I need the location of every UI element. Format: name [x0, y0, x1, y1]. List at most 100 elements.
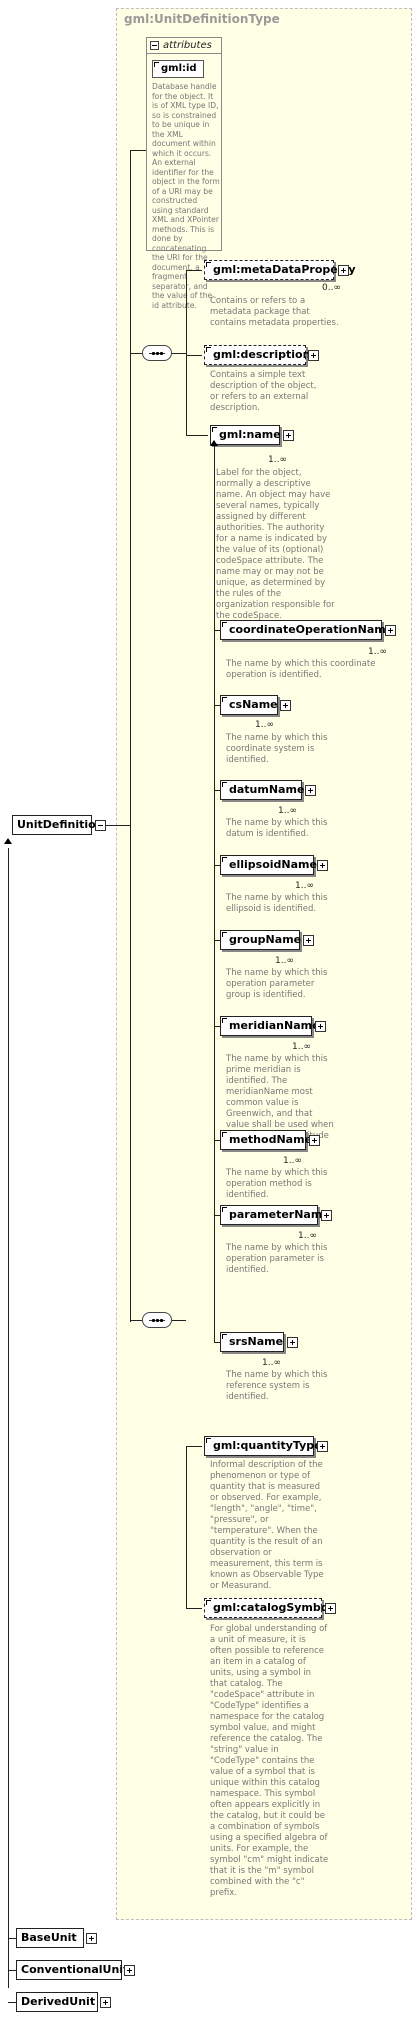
connector: [116, 825, 130, 826]
desc-ellipsoidname: The name by which this ellipsoid is iden…: [226, 893, 328, 914]
arrow-up-icon: [4, 838, 12, 844]
card-groupname: 1..∞: [275, 956, 294, 966]
connector: [130, 1320, 131, 1322]
expand-srsname-icon[interactable]: [287, 1337, 298, 1348]
connector: [214, 1026, 220, 1027]
attributes-header: attributes: [163, 40, 212, 51]
card-csname: 1..∞: [255, 720, 274, 730]
expand-meridianname-icon[interactable]: [315, 1021, 326, 1032]
elem-metadataproperty[interactable]: gml:metaDataProperty: [204, 260, 356, 280]
elem-methodname[interactable]: methodName: [220, 1130, 312, 1150]
expand-quantitytype-icon[interactable]: [317, 1441, 328, 1452]
desc-methodname: The name by which this operation method …: [226, 1168, 328, 1200]
desc-csname: The name by which this coordinate system…: [226, 733, 328, 765]
attributes-divider: [146, 53, 222, 54]
desc-catalogsymbol: For global understanding of a unit of me…: [210, 1624, 329, 1898]
desc-coordinateoperationname: The name by which this coordinate operat…: [226, 659, 376, 680]
derived-conventionalunit[interactable]: ConventionalUnit: [16, 1960, 128, 1980]
trunk-line: [130, 150, 131, 1320]
connector: [214, 940, 220, 941]
elem-parametername[interactable]: parameterName: [220, 1205, 330, 1225]
expand-ellipsoidname-icon[interactable]: [317, 860, 328, 871]
connector: [130, 1320, 142, 1321]
elem-srsname[interactable]: srsName: [220, 1332, 284, 1352]
connector: [172, 353, 186, 354]
connector: [186, 355, 202, 356]
attr-connector: [130, 150, 146, 151]
desc-description: Contains a simple text description of th…: [210, 370, 317, 413]
root-unitdefinition[interactable]: UnitDefinition: [12, 815, 104, 835]
expand-name-icon[interactable]: [283, 430, 294, 441]
expand-datumname-icon[interactable]: [305, 785, 316, 796]
elem-quantitytype[interactable]: gml:quantityType: [204, 1436, 322, 1456]
expand-methodname-icon[interactable]: [309, 1135, 320, 1146]
connector: [186, 1608, 202, 1609]
seq-branch: [186, 270, 187, 435]
elem-description[interactable]: gml:description: [204, 345, 310, 365]
card-name: 1..∞: [268, 455, 287, 465]
connector: [214, 1140, 220, 1141]
connector: [214, 1215, 220, 1216]
expand-catalogsymbol-icon[interactable]: [325, 1603, 336, 1614]
card-methodname: 1..∞: [283, 1156, 302, 1166]
elem-coordinateoperationname[interactable]: coordinateOperationName: [220, 620, 393, 640]
connector: [8, 2002, 16, 2003]
card-srsname: 1..∞: [262, 1358, 281, 1368]
connector: [130, 353, 142, 354]
elem-catalogsymbol[interactable]: gml:catalogSymbol: [204, 1598, 332, 1618]
connector: [186, 435, 202, 436]
elem-ellipsoidname[interactable]: ellipsoidName: [220, 855, 317, 875]
elem-csname[interactable]: csName: [220, 695, 278, 715]
connector: [186, 270, 202, 271]
desc-quantitytype: Informal description of the phenomenon o…: [210, 1460, 324, 1591]
desc-srsname: The name by which this reference system …: [226, 1370, 328, 1402]
desc-name: Label for the object, normally a descrip…: [216, 468, 335, 621]
sequence-1-icon: [142, 345, 172, 361]
derived-baseunit[interactable]: BaseUnit: [16, 1928, 84, 1948]
connector: [172, 1320, 186, 1321]
expand-coordinateoperationname-icon[interactable]: [385, 625, 396, 636]
sequence-2-icon: [142, 1312, 172, 1328]
arrow-up-icon: [210, 440, 218, 446]
card-ellipsoidname: 1..∞: [295, 881, 314, 891]
desc-groupname: The name by which this operation paramet…: [226, 968, 328, 1000]
connector: [186, 1446, 202, 1447]
seq-branch: [186, 1446, 187, 1609]
elem-name[interactable]: gml:name: [210, 425, 281, 445]
card-meridianname: 1..∞: [292, 1042, 311, 1052]
attr-gml-id[interactable]: gml:id: [152, 60, 204, 78]
expand-csname-icon[interactable]: [280, 700, 291, 711]
expand-derivedunit-icon[interactable]: [100, 1997, 111, 2008]
collapse-attributes-icon[interactable]: [150, 41, 159, 50]
derived-derivedunit[interactable]: DerivedUnit: [16, 1992, 98, 2012]
desc-datumname: The name by which this datum is identifi…: [226, 818, 328, 839]
card-coordinateoperationname: 1..∞: [368, 647, 387, 657]
expand-groupname-icon[interactable]: [303, 935, 314, 946]
derivation-line: [8, 848, 9, 1988]
substitution-line: [214, 445, 215, 1343]
elem-datumname[interactable]: datumName: [220, 780, 304, 800]
expand-baseunit-icon[interactable]: [86, 1933, 97, 1944]
elem-groupname[interactable]: groupName: [220, 930, 301, 950]
connector: [8, 1938, 16, 1939]
corner-icon: [154, 62, 159, 67]
connector: [214, 630, 220, 631]
card-datumname: 1..∞: [278, 806, 297, 816]
expand-parametername-icon[interactable]: [321, 1210, 332, 1221]
expand-description-icon[interactable]: [308, 350, 319, 361]
connector: [214, 790, 220, 791]
elem-meridianname[interactable]: meridianName: [220, 1016, 320, 1036]
connector: [214, 865, 220, 866]
card-parametername: 1..∞: [298, 1231, 317, 1241]
card-metadataproperty: 0..∞: [322, 283, 341, 293]
desc-metadataproperty: Contains or refers to a metadata package…: [210, 296, 339, 328]
expand-metadataproperty-icon[interactable]: [338, 265, 349, 276]
expand-conventionalunit-icon[interactable]: [124, 1965, 135, 1976]
connector: [105, 825, 116, 826]
attr-gml-id-desc: Database handle for the object. It is of…: [152, 82, 220, 310]
type-title: gml:UnitDefinitionType: [124, 12, 280, 26]
connector: [8, 1970, 16, 1971]
connector: [214, 705, 220, 706]
connector: [214, 1342, 220, 1343]
connector: [202, 435, 208, 436]
